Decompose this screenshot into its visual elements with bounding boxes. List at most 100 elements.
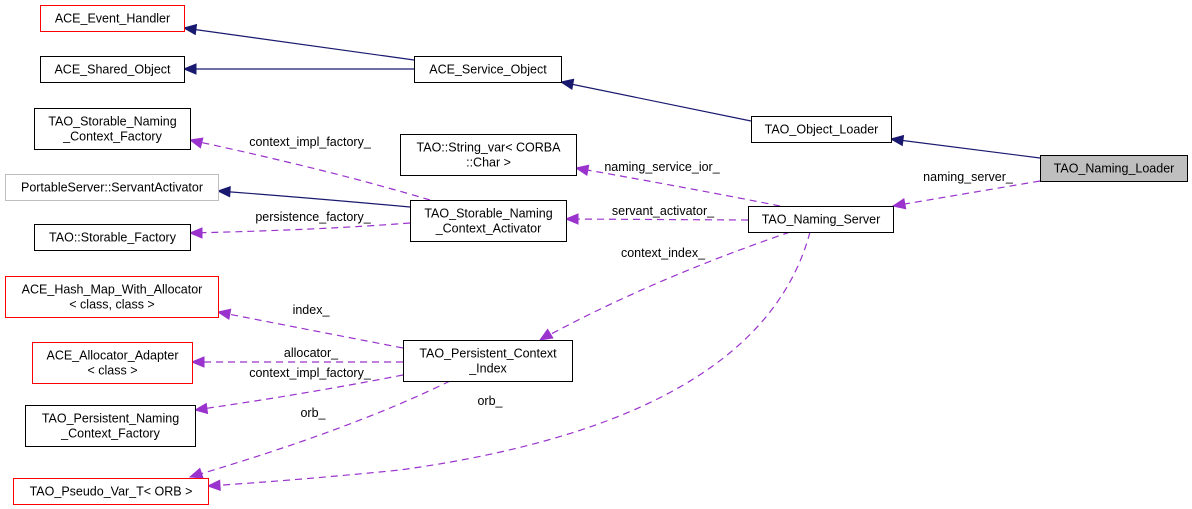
arrow-head-icon	[216, 308, 232, 320]
node-label: TAO_Object_Loader	[765, 123, 879, 137]
node-label: _Context_Activator	[435, 222, 542, 236]
edge-line	[565, 218, 749, 221]
node-ace-hash-map-with-allocator[interactable]: ACE_Hash_Map_With_Allocator< class, clas…	[5, 276, 219, 318]
arrow-head-icon	[182, 63, 197, 75]
edge-label: persistence_factory_	[255, 210, 371, 224]
node-box	[34, 224, 191, 251]
usage-edge-tao_naming_server-to-tao_storable_naming_context_activator	[564, 213, 749, 225]
node-label: TAO_Persistent_Naming	[42, 412, 179, 426]
inheritance-edge-tao_storable_naming_context_activator-to-portableserver_servantactivator	[216, 186, 411, 208]
node-label: _Context_Factory	[62, 130, 162, 144]
usage-edge-tao_persistent_context_index-to-tao_pseudo_var_t_orb	[188, 380, 451, 479]
edge-labels-layer: naming_server_ context_impl_factory_ namin…	[249, 135, 1014, 420]
edge-label: orb_	[300, 406, 326, 420]
edge-line	[560, 81, 752, 122]
node-tao-object-loader[interactable]: TAO_Object_Loader	[751, 116, 892, 143]
arrow-head-icon	[889, 134, 905, 147]
node-label: _Index	[468, 362, 507, 376]
node-label: TAO::String_var< CORBA	[417, 141, 562, 155]
node-ace-service-object[interactable]: ACE_Service_Object	[414, 56, 562, 83]
node-label: _Context_Factory	[60, 427, 160, 441]
node-box	[40, 5, 185, 32]
arrow-head-icon	[564, 213, 579, 225]
arrow-head-icon	[182, 23, 198, 36]
edge-line	[194, 374, 404, 411]
node-label: < class, class >	[69, 298, 154, 312]
edge-line	[189, 139, 431, 201]
node-box	[5, 174, 219, 201]
usage-edge-tao_storable_naming_context_activator-to-tao_storable_factory	[188, 222, 411, 239]
usage-edge-tao_naming_server-to-tao_string_var	[574, 164, 781, 207]
node-label: TAO_Persistent_Context	[419, 347, 557, 361]
node-label: TAO::Storable_Factory	[49, 231, 177, 245]
node-ace-allocator-adapter[interactable]: ACE_Allocator_Adapter< class >	[32, 342, 193, 384]
node-box	[13, 478, 209, 505]
node-label: PortableServer::ServantActivator	[21, 181, 203, 195]
node-box	[40, 56, 185, 83]
arrow-head-icon	[188, 137, 204, 149]
edge-label: orb_	[477, 394, 503, 408]
node-box	[1040, 155, 1188, 182]
inheritance-edge-ace_service_object-to-ace_shared_object	[182, 63, 414, 75]
edge-label: naming_service_ior_	[604, 160, 720, 174]
node-label: ::Char >	[466, 156, 511, 170]
arrow-head-icon	[188, 467, 204, 479]
node-tao-storable-naming-context-factory[interactable]: TAO_Storable_Naming_Context_Factory	[34, 108, 191, 150]
node-tao-storable-factory[interactable]: TAO::Storable_Factory	[34, 224, 191, 251]
node-label: ACE_Allocator_Adapter	[46, 349, 178, 363]
node-box	[34, 108, 191, 150]
inheritance-edge-tao_naming_loader-to-tao_object_loader	[889, 134, 1041, 159]
usage-edge-tao_storable_naming_context_activator-to-tao_storable_naming_context_factory	[188, 137, 431, 201]
inheritance-edge-tao_object_loader-to-ace_service_object	[559, 78, 752, 122]
node-tao-naming-server[interactable]: TAO_Naming_Server	[748, 206, 894, 233]
arrow-head-icon	[538, 328, 554, 341]
arrow-head-icon	[193, 402, 209, 415]
node-box	[751, 116, 892, 143]
edge-label: context_impl_factory_	[249, 366, 372, 380]
edge-line	[890, 138, 1041, 159]
node-box	[32, 342, 193, 384]
arrow-head-icon	[206, 479, 221, 491]
node-tao-pseudo-var-t-orb[interactable]: TAO_Pseudo_Var_T< ORB >	[13, 478, 209, 505]
node-tao-string-var[interactable]: TAO::String_var< CORBA::Char >	[400, 134, 577, 176]
edge-label: index_	[293, 303, 331, 317]
node-box	[748, 206, 894, 233]
node-label: ACE_Event_Handler	[55, 12, 170, 26]
node-ace-event-handler[interactable]: ACE_Event_Handler	[40, 5, 185, 32]
node-label: TAO_Storable_Naming	[48, 115, 176, 129]
node-tao-naming-loader[interactable]: TAO_Naming_Loader	[1040, 155, 1188, 182]
edge-line	[539, 231, 791, 341]
arrow-head-icon	[190, 356, 205, 368]
edge-line	[189, 380, 451, 478]
usage-edge-tao_naming_server-to-tao_pseudo_var_t_orb	[206, 231, 811, 491]
node-tao-persistent-naming-context-factory[interactable]: TAO_Persistent_Naming_Context_Factory	[25, 405, 196, 447]
arrow-head-icon	[574, 164, 590, 176]
edge-label: allocator_	[284, 346, 339, 360]
node-label: ACE_Service_Object	[429, 63, 547, 77]
edge-line	[217, 311, 404, 349]
node-box	[414, 56, 562, 83]
node-label: TAO_Naming_Server	[762, 213, 881, 227]
node-tao-storable-naming-context-activator[interactable]: TAO_Storable_Naming_Context_Activator	[410, 200, 567, 242]
node-label: ACE_Shared_Object	[54, 63, 171, 77]
usage-edge-tao_naming_server-to-tao_persistent_context_index	[538, 231, 791, 341]
node-label: TAO_Storable_Naming	[424, 207, 552, 221]
edge-line	[183, 27, 415, 61]
node-label: < class >	[87, 364, 137, 378]
edge-line	[217, 190, 411, 208]
node-box	[25, 405, 196, 447]
node-ace-shared-object[interactable]: ACE_Shared_Object	[40, 56, 185, 83]
inheritance-edge-ace_service_object-to-ace_event_handler	[182, 23, 415, 61]
node-tao-persistent-context-index[interactable]: TAO_Persistent_Context_Index	[403, 340, 573, 382]
edge-line	[207, 231, 811, 487]
edge-label: context_index_	[621, 246, 706, 260]
node-portableserver-servantactivator[interactable]: PortableServer::ServantActivator	[5, 174, 219, 201]
usage-edge-tao_naming_loader-to-tao_naming_server	[891, 180, 1041, 210]
node-box	[410, 200, 567, 242]
arrow-head-icon	[559, 78, 575, 90]
node-label: ACE_Hash_Map_With_Allocator	[22, 283, 203, 297]
edges-layer	[182, 23, 1041, 491]
edge-label: naming_server_	[923, 170, 1014, 184]
